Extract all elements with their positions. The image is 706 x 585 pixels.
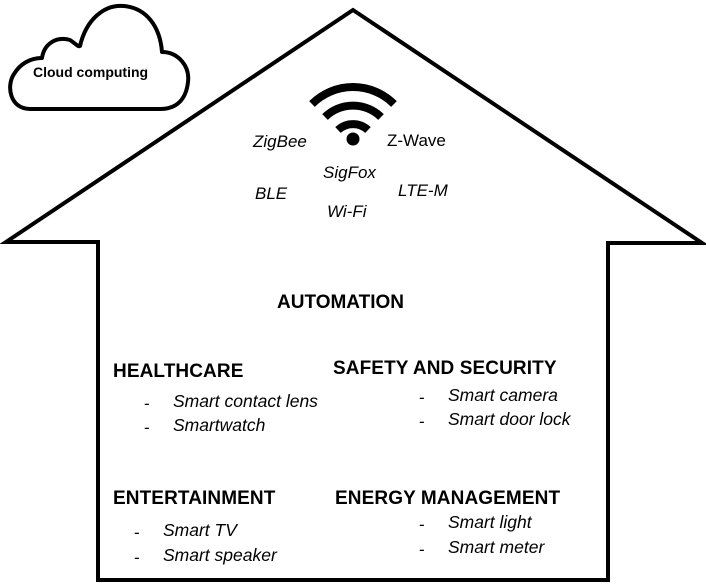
item-smart-tv: Smart TV bbox=[163, 520, 237, 540]
cloud-icon bbox=[8, 3, 191, 111]
item-smart-camera: Smart camera bbox=[448, 385, 558, 405]
automation-title: AUTOMATION bbox=[277, 292, 405, 313]
category-entertainment: ENTERTAINMENT bbox=[113, 488, 276, 509]
category-safety-and-security: SAFETY AND SECURITY bbox=[333, 358, 557, 379]
bullet-dash: - bbox=[144, 394, 150, 413]
item-smartwatch: Smartwatch bbox=[173, 415, 266, 435]
protocol-wi-fi: Wi-Fi bbox=[327, 202, 367, 221]
wifi-dot bbox=[346, 132, 360, 146]
item-smart-speaker: Smart speaker bbox=[163, 545, 277, 565]
protocol-lte-m: LTE-M bbox=[398, 181, 448, 200]
bullet-dash: - bbox=[419, 540, 425, 559]
bullet-dash: - bbox=[144, 418, 150, 437]
item-smart-meter: Smart meter bbox=[448, 537, 545, 557]
protocol-ble: BLE bbox=[255, 184, 288, 203]
bullet-dash: - bbox=[134, 548, 140, 567]
category-energy-management: ENERGY MANAGEMENT bbox=[335, 488, 561, 509]
wifi-icon bbox=[309, 83, 397, 134]
house-outline bbox=[0, 7, 706, 582]
category-healthcare: HEALTHCARE bbox=[113, 361, 244, 382]
protocol-zigbee: ZigBee bbox=[253, 132, 307, 151]
protocol-sigfox: SigFox bbox=[323, 163, 376, 182]
protocol-z-wave: Z-Wave bbox=[387, 131, 446, 150]
bullet-dash: - bbox=[419, 388, 425, 407]
item-smart-light: Smart light bbox=[448, 512, 532, 532]
bullet-dash: - bbox=[134, 523, 140, 542]
cloud-label: Cloud computing bbox=[33, 64, 149, 80]
bullet-dash: - bbox=[419, 412, 425, 431]
item-smart-door-lock: Smart door lock bbox=[448, 409, 571, 429]
bullet-dash: - bbox=[419, 515, 425, 534]
item-smart-contact-lens: Smart contact lens bbox=[173, 391, 318, 411]
